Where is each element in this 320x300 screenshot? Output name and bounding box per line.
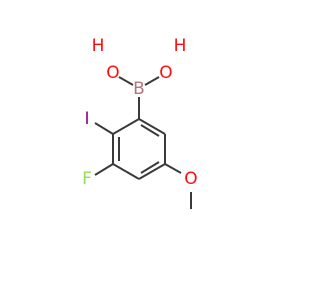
atom-hydroxyl-right-h: H [174, 36, 187, 56]
atom-fluorine: F [82, 169, 92, 189]
bond-c2-iodine [94, 122, 114, 135]
molecule-diagram: B H O H O I F O [82, 36, 198, 209]
bond-c4-c5-inner [140, 161, 160, 174]
bond-boron-o-left [118, 76, 134, 86]
bond-c1-c6-inner [140, 124, 160, 137]
atom-hydroxyl-left-h: H [92, 36, 105, 56]
atom-iodine: I [84, 109, 89, 129]
bond-boron-o-right [144, 76, 160, 86]
bond-c3-fluorine [94, 163, 114, 176]
atom-labels: B H O H O I F O [82, 36, 198, 189]
bond-c5-o-methoxy [164, 163, 182, 174]
structure-canvas: B H O H O I F O [82, 36, 198, 209]
atom-boron: B [133, 79, 145, 99]
atom-methoxy-o: O [184, 169, 197, 189]
atom-hydroxyl-right-o: O [159, 63, 172, 83]
bond-c6-c1 [138, 118, 166, 135]
bond-c3-c4 [112, 163, 140, 180]
atom-hydroxyl-left-o: O [106, 63, 119, 83]
bond-c1-c2 [112, 118, 140, 135]
bond-c4-c5 [138, 163, 166, 180]
bonds [94, 76, 192, 209]
